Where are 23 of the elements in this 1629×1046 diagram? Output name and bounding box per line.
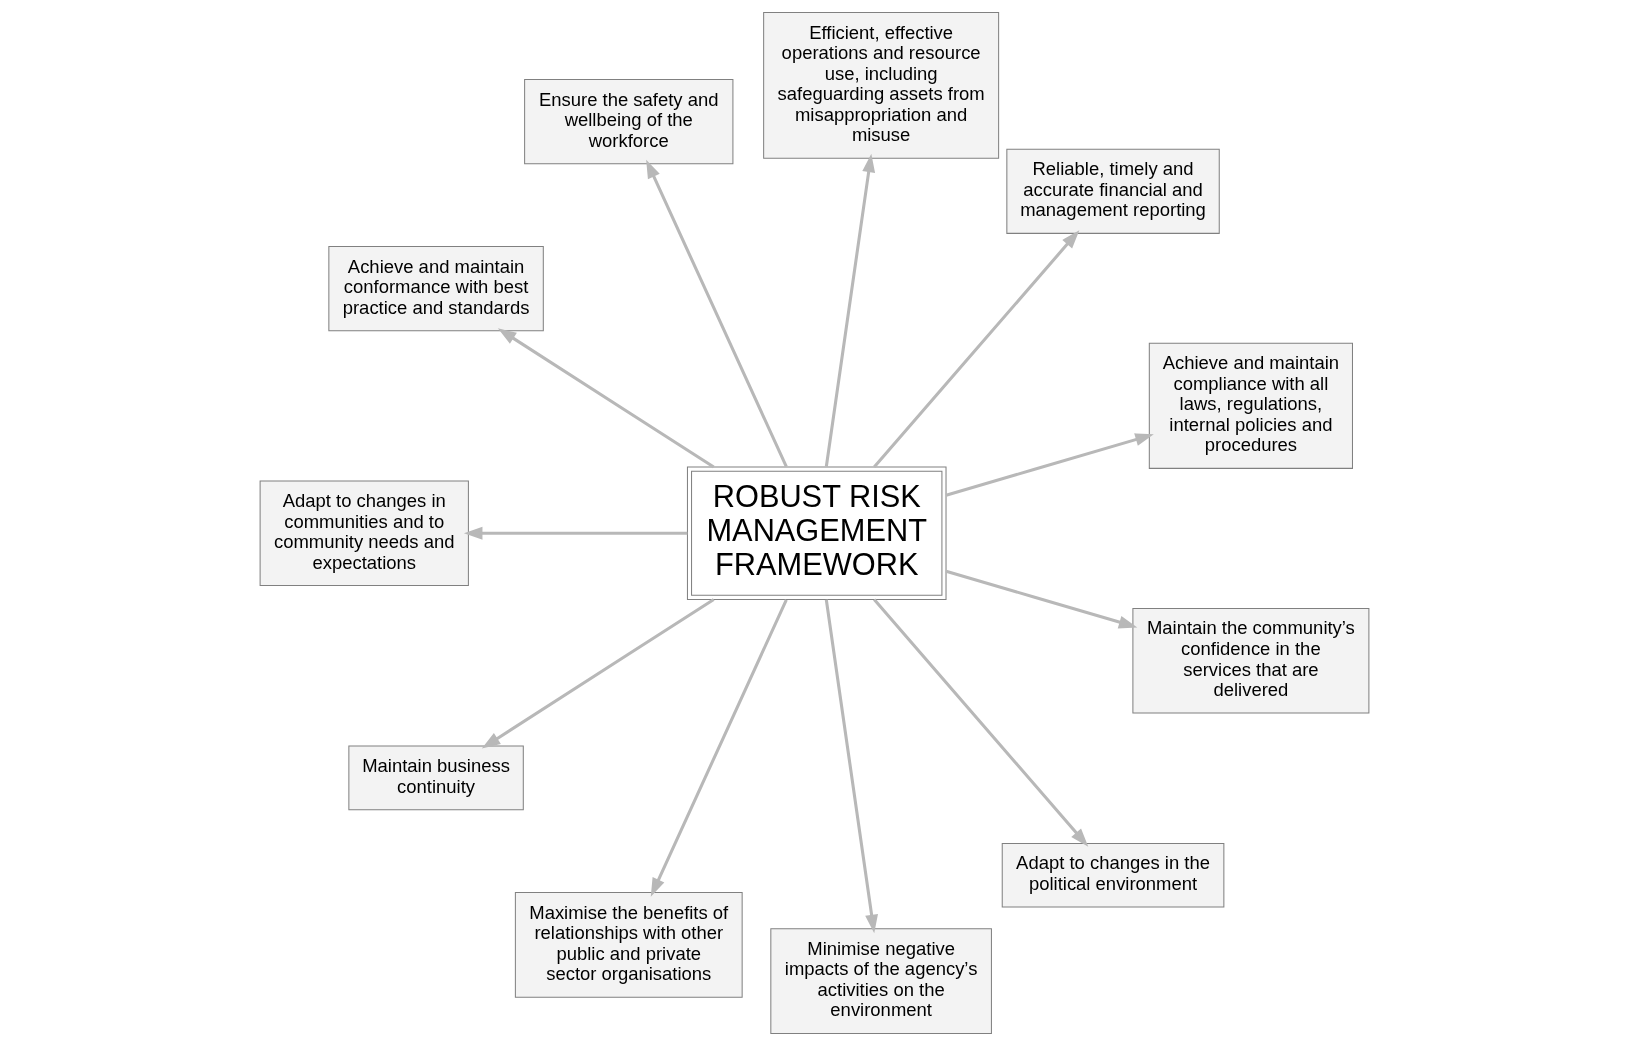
node-box: Minimise negative impacts of the agency’s activities on the environment bbox=[770, 928, 992, 1034]
node-box: Maintain business continuity bbox=[348, 745, 524, 811]
node-box: Achieve and maintain conformance with best practice and standards bbox=[328, 246, 544, 332]
arrow bbox=[873, 598, 1089, 847]
arrow bbox=[824, 153, 876, 467]
node-box: Achieve and maintain compliance with all laws, regulations, internal policies and procedures bbox=[1148, 342, 1353, 469]
arrow bbox=[945, 569, 1138, 629]
arrow bbox=[463, 526, 688, 540]
node-box: Maintain the community’s confidence in the services that are delivered bbox=[1132, 607, 1370, 714]
arrow bbox=[945, 433, 1154, 497]
arrow bbox=[824, 599, 879, 934]
arrow bbox=[497, 328, 715, 469]
arrow bbox=[873, 230, 1080, 468]
node-box: Adapt to changes in communities and to community needs and expectations bbox=[259, 480, 469, 587]
arrow bbox=[646, 159, 788, 468]
node-box: Adapt to changes in the political environment bbox=[1001, 842, 1225, 908]
arrow bbox=[650, 599, 788, 897]
node-box: Ensure the safety and wellbeing of the workforce bbox=[524, 79, 734, 165]
node-box: Efficient, effective operations and resource use, including safeguarding assets from misappropriation and misuse bbox=[763, 12, 1000, 159]
arrow bbox=[481, 598, 715, 749]
node-box: Reliable, timely and accurate financial and management reporting bbox=[1006, 148, 1220, 234]
node-box: Maximise the benefits of relationships with other public and private sector organisations bbox=[514, 892, 743, 998]
node-box: ROBUST RISK MANAGEMENT FRAMEWORK bbox=[686, 466, 947, 600]
